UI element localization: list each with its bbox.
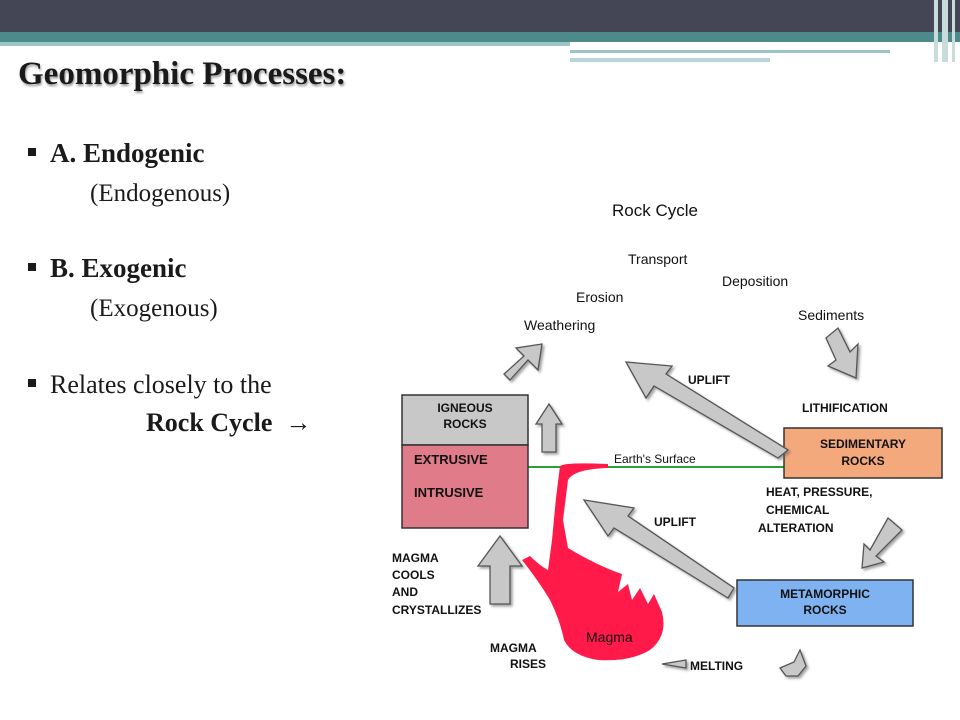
bullet-endogenic: A. Endogenic — [28, 138, 205, 169]
arrow-melting-left — [661, 659, 687, 669]
diagram-title: Rock Cycle — [612, 201, 698, 220]
igneous-label-2: ROCKS — [443, 417, 486, 431]
bullet-sub-exogenous: (Exogenous) — [90, 295, 218, 322]
arrow-magma-cools-up — [476, 534, 524, 605]
label-earths-surface: Earth's Surface — [614, 452, 696, 466]
sedimentary-box — [783, 427, 943, 479]
label-uplift-bottom: UPLIFT — [654, 515, 697, 529]
label-sediments: Sediments — [798, 307, 864, 323]
bullet-exogenic: B. Exogenic — [28, 253, 187, 284]
label-magma-rises-2: RISES — [510, 657, 546, 671]
bullet-square-icon — [28, 262, 36, 271]
magma-body — [522, 463, 664, 661]
arrow-uplift-bottom — [582, 499, 735, 599]
label-magma-cools-2: COOLS — [392, 568, 435, 582]
label-heat-2: CHEMICAL — [766, 503, 829, 517]
header-stripe-thin-right — [570, 50, 890, 53]
label-melting: MELTING — [690, 659, 743, 673]
label-magma: Magma — [586, 629, 633, 645]
label-magma-cools-3: AND — [392, 585, 418, 599]
bullet-sub-rock-cycle: Rock Cycle → — [146, 408, 311, 438]
label-transport: Transport — [628, 251, 688, 267]
bullet-sub-endogenous: (Endogenous) — [90, 180, 231, 207]
label-erosion: Erosion — [576, 289, 623, 305]
bullet-square-icon — [28, 147, 36, 156]
igneous-box — [401, 394, 529, 446]
metamorphic-label-1: METAMORPHIC — [780, 587, 870, 601]
slide-header-bar — [0, 0, 960, 32]
arrow-melting-right — [778, 648, 807, 677]
label-magma-cools-4: CRYSTALLIZES — [392, 603, 481, 617]
rock-cycle-text: Rock Cycle — [146, 408, 273, 437]
bullet-rock-cycle: Relates closely to the — [28, 370, 272, 400]
bullet-square-icon — [28, 379, 36, 388]
header-stripe-thin-right-2 — [570, 58, 770, 62]
label-heat-3: ALTERATION — [758, 521, 834, 535]
bullet-label: Relates closely to the — [50, 370, 272, 399]
arrow-uplift-top — [624, 361, 790, 459]
label-lithification: LITHIFICATION — [802, 401, 888, 415]
igneous-lower-box — [401, 444, 529, 529]
metamorphic-box — [736, 579, 914, 627]
header-right-bar — [942, 0, 948, 62]
arrow-igneous-up — [534, 402, 564, 453]
label-uplift-top: UPLIFT — [688, 373, 731, 387]
label-deposition: Deposition — [722, 273, 788, 289]
sedimentary-label-1: SEDIMENTARY — [820, 437, 906, 451]
intrusive-label: INTRUSIVE — [414, 485, 484, 500]
extrusive-label: EXTRUSIVE — [414, 452, 488, 467]
bullet-label: A. Endogenic — [50, 138, 205, 168]
header-right-bar — [934, 0, 938, 62]
label-weathering: Weathering — [524, 317, 595, 333]
igneous-label-1: IGNEOUS — [437, 401, 492, 415]
arrow-sediments-down — [825, 326, 859, 379]
label-magma-cools-1: MAGMA — [392, 551, 439, 565]
slide-title: Geomorphic Processes: — [18, 56, 347, 92]
arrow-to-weathering — [503, 343, 543, 381]
header-stripe-thin — [0, 42, 570, 46]
metamorphic-label-2: ROCKS — [803, 603, 846, 617]
label-heat-1: HEAT, PRESSURE, — [766, 485, 872, 499]
label-magma-rises-1: MAGMA — [490, 641, 537, 655]
bullet-label: B. Exogenic — [50, 253, 187, 283]
right-arrow-icon: → — [285, 408, 312, 437]
sedimentary-label-2: ROCKS — [841, 454, 884, 468]
header-stripe — [0, 32, 960, 42]
header-right-bar — [952, 0, 955, 62]
arrow-heat-down — [861, 516, 903, 569]
